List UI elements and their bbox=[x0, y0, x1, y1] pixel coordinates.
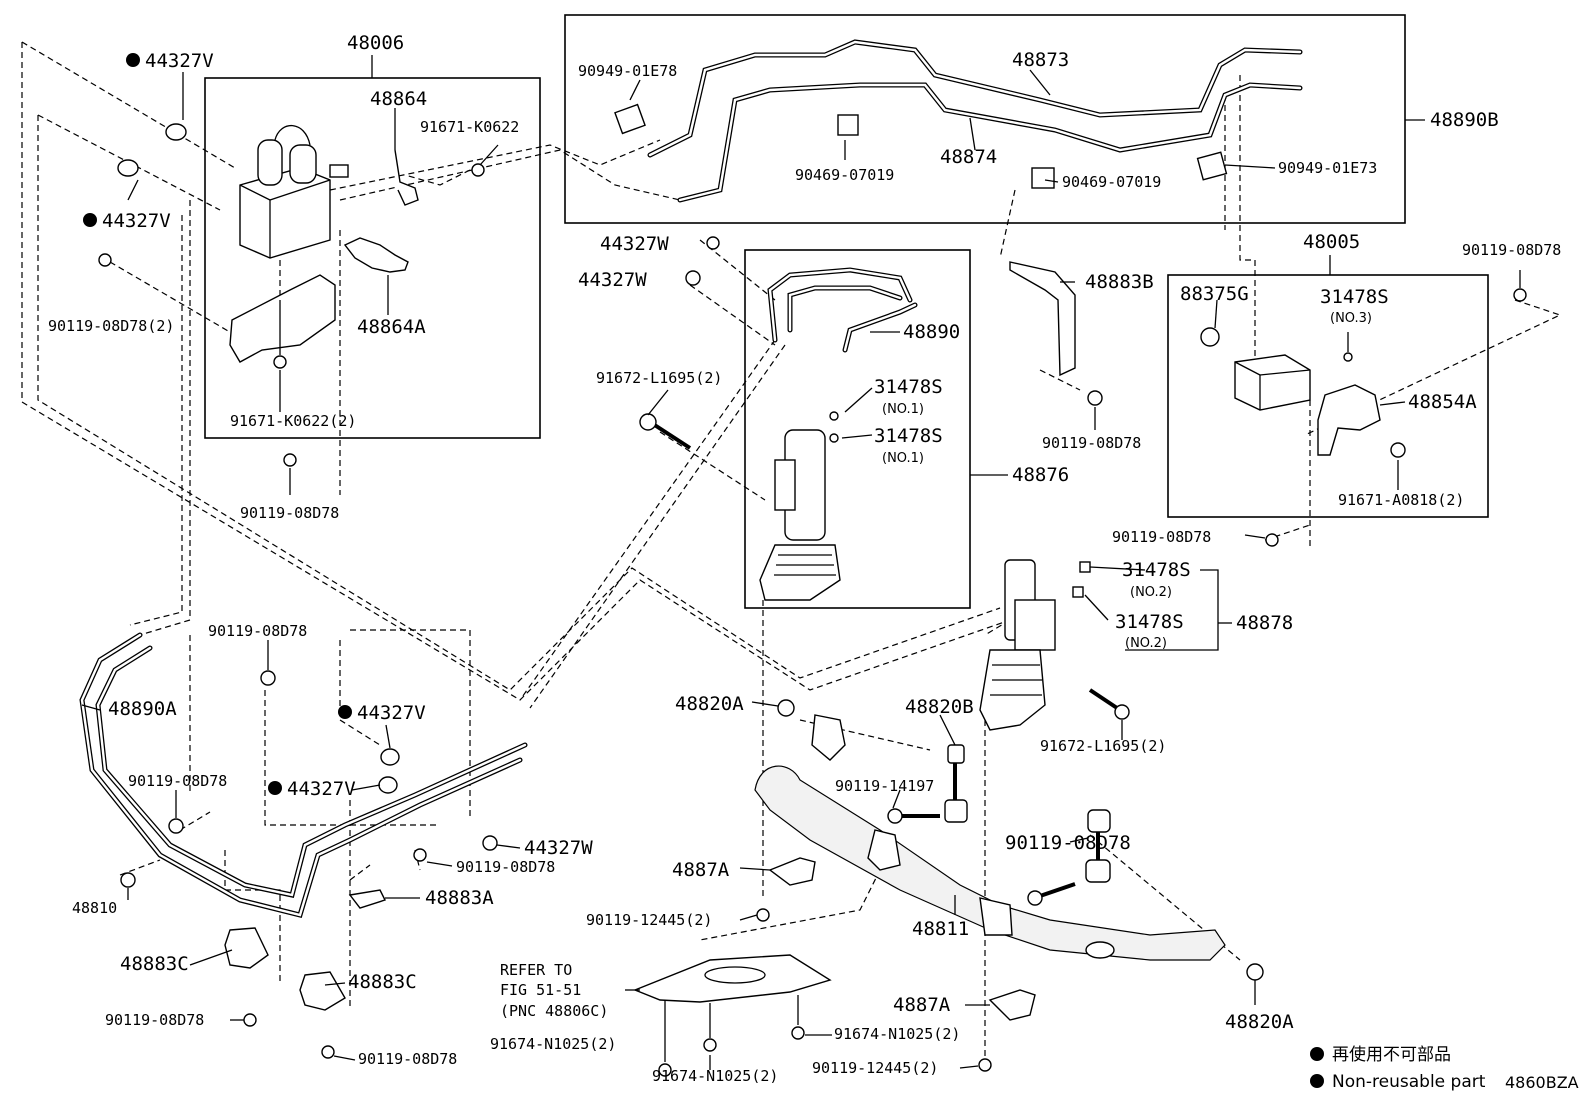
label-91674-N1025-2: 91674-N1025(2) bbox=[652, 1067, 778, 1085]
height-control-sensor-48005 bbox=[1200, 288, 1527, 547]
label-31478S: 31478S bbox=[1320, 286, 1389, 308]
label-48820B: 48820B bbox=[905, 696, 974, 718]
air-strut-rear bbox=[979, 559, 1130, 731]
label-no1: (NO.1) bbox=[882, 402, 924, 417]
label-no2: (NO.2) bbox=[1125, 636, 1167, 651]
box-48005 bbox=[1167, 274, 1489, 518]
label-91672-L1695-2: 91672-L1695(2) bbox=[596, 369, 722, 387]
label-90119-08D78: 90119-08D78 bbox=[105, 1011, 204, 1029]
label-90949-01E78: 90949-01E78 bbox=[578, 62, 677, 80]
non-reusable-dot bbox=[338, 705, 352, 719]
box-label-48878: 48878 bbox=[1236, 612, 1293, 634]
label-90119-08D78: 90119-08D78 bbox=[358, 1050, 457, 1068]
label-90949-01E73: 90949-01E73 bbox=[1278, 159, 1377, 177]
label-48874: 48874 bbox=[940, 146, 997, 168]
pipe-48874 bbox=[677, 82, 1303, 203]
pipe-48890a bbox=[79, 632, 528, 1059]
label-88375G: 88375G bbox=[1180, 283, 1249, 305]
label-4887A: 4887A bbox=[672, 859, 730, 881]
refer-note-line1: REFER TO bbox=[500, 961, 572, 979]
label-91671-K0622-2: 91671-K0622(2) bbox=[230, 412, 356, 430]
box-48876 bbox=[744, 249, 971, 609]
label-90119-08D78: 90119-08D78 bbox=[208, 622, 307, 640]
label-48810: 90119-08D78 bbox=[1005, 832, 1131, 854]
legend: 再使用不可部品 Non-reusable part 4860BZA bbox=[1310, 1044, 1579, 1092]
label-48820A: 48820A bbox=[675, 693, 744, 715]
non-reusable-dot bbox=[268, 781, 282, 795]
label-90119-08D78: 48810 bbox=[72, 899, 117, 917]
label-91671-K0622: 91671-K0622 bbox=[420, 118, 519, 136]
legend-en: Non-reusable part bbox=[1332, 1072, 1486, 1092]
label-no3: (NO.3) bbox=[1330, 311, 1372, 326]
dashed-leader-lines bbox=[21, 41, 1562, 1060]
box-label-48876: 48876 bbox=[1012, 464, 1069, 486]
label-48820A: 48820A bbox=[1225, 1011, 1294, 1033]
label-90119-08D78: 90119-08D78 bbox=[1112, 528, 1211, 546]
label-31478S: 31478S bbox=[1115, 611, 1184, 633]
assembly-boxes: 48006 48890B 48005 48876 48878 bbox=[204, 14, 1499, 651]
non-reusable-dot bbox=[83, 213, 97, 227]
label-91672-L1695-2: 91672-L1695(2) bbox=[1040, 737, 1166, 755]
label-90119-12445-2: 90119-12445(2) bbox=[586, 911, 712, 929]
legend-dot bbox=[1310, 1047, 1324, 1061]
label-90469-07019: 90469-07019 bbox=[1062, 173, 1161, 191]
label-90119-08D78: 90119-08D78 bbox=[456, 858, 555, 876]
label-44327W: 44327W bbox=[600, 233, 669, 255]
label-48883B: 48883B bbox=[1085, 271, 1154, 293]
label-44327W: 44327W bbox=[524, 837, 593, 859]
refer-note-line2: FIG 51-51 bbox=[500, 981, 581, 999]
non-reusable-dot bbox=[126, 53, 140, 67]
label-90119-14197: 90119-14197 bbox=[835, 777, 934, 795]
pipe-48873 bbox=[647, 39, 1303, 158]
label-4887A: 4887A bbox=[893, 994, 951, 1016]
label-90119-08D78: 90119-08D78 bbox=[128, 772, 227, 790]
air-strut-front bbox=[639, 236, 918, 601]
bracket-48883b bbox=[1009, 261, 1103, 406]
solid-leader-lines bbox=[81, 69, 1521, 1070]
part-labels: 44327V 44327V 48864 91671-K0622 90119-08… bbox=[48, 49, 1561, 1085]
label-48864: 48864 bbox=[370, 88, 427, 110]
label-48864A: 48864A bbox=[357, 316, 426, 338]
label-91674-N1025-2: 91674-N1025(2) bbox=[834, 1025, 960, 1043]
label-44327V: 44327V bbox=[357, 702, 426, 724]
under-cover bbox=[633, 954, 832, 1077]
label-48883A: 48883A bbox=[425, 887, 494, 909]
label-48883C: 48883C bbox=[120, 953, 189, 975]
box-label-48890B: 48890B bbox=[1430, 109, 1499, 131]
label-48883C: 48883C bbox=[348, 971, 417, 993]
label-44327V: 44327V bbox=[145, 50, 214, 72]
label-31478S: 31478S bbox=[874, 376, 943, 398]
label-91674-N1025-2: 91674-N1025(2) bbox=[490, 1035, 616, 1053]
height-control-valve bbox=[98, 123, 485, 467]
legend-jp: 再使用不可部品 bbox=[1332, 1044, 1451, 1065]
label-90119-08D78: 90119-08D78 bbox=[1462, 241, 1561, 259]
diagram-code: 4860BZA bbox=[1505, 1073, 1579, 1092]
pipe-clips bbox=[614, 103, 1228, 189]
label-91671-A0818-2: 91671-A0818(2) bbox=[1338, 491, 1464, 509]
label-48854A: 48854A bbox=[1408, 391, 1477, 413]
box-48890B bbox=[564, 14, 1406, 224]
label-44327V: 44327V bbox=[102, 210, 171, 232]
label-90469-07019: 90469-07019 bbox=[795, 166, 894, 184]
label-90119-08D78-2: 90119-08D78(2) bbox=[48, 317, 174, 335]
label-44327W: 44327W bbox=[578, 269, 647, 291]
label-48890: 48890 bbox=[903, 321, 960, 343]
label-48873: 48873 bbox=[1012, 49, 1069, 71]
stabilizer-bar bbox=[754, 699, 1264, 1072]
box-label-48005: 48005 bbox=[1303, 231, 1360, 253]
label-no1: (NO.1) bbox=[882, 451, 924, 466]
label-48890A: 48890A bbox=[108, 698, 177, 720]
label-90119-12445-2: 90119-12445(2) bbox=[812, 1059, 938, 1077]
legend-dot bbox=[1310, 1074, 1324, 1088]
refer-note-line3: (PNC 48806C) bbox=[500, 1002, 608, 1020]
label-90119-08D78: 90119-08D78 bbox=[240, 504, 339, 522]
label-31478S: 31478S bbox=[1122, 559, 1191, 581]
box-label-48006: 48006 bbox=[347, 32, 404, 54]
label-44327V: 44327V bbox=[287, 778, 356, 800]
label-31478S: 31478S bbox=[874, 425, 943, 447]
label-48811: 48811 bbox=[912, 918, 969, 940]
label-90119-08D78: 90119-08D78 bbox=[1042, 434, 1141, 452]
label-no2: (NO.2) bbox=[1130, 585, 1172, 600]
